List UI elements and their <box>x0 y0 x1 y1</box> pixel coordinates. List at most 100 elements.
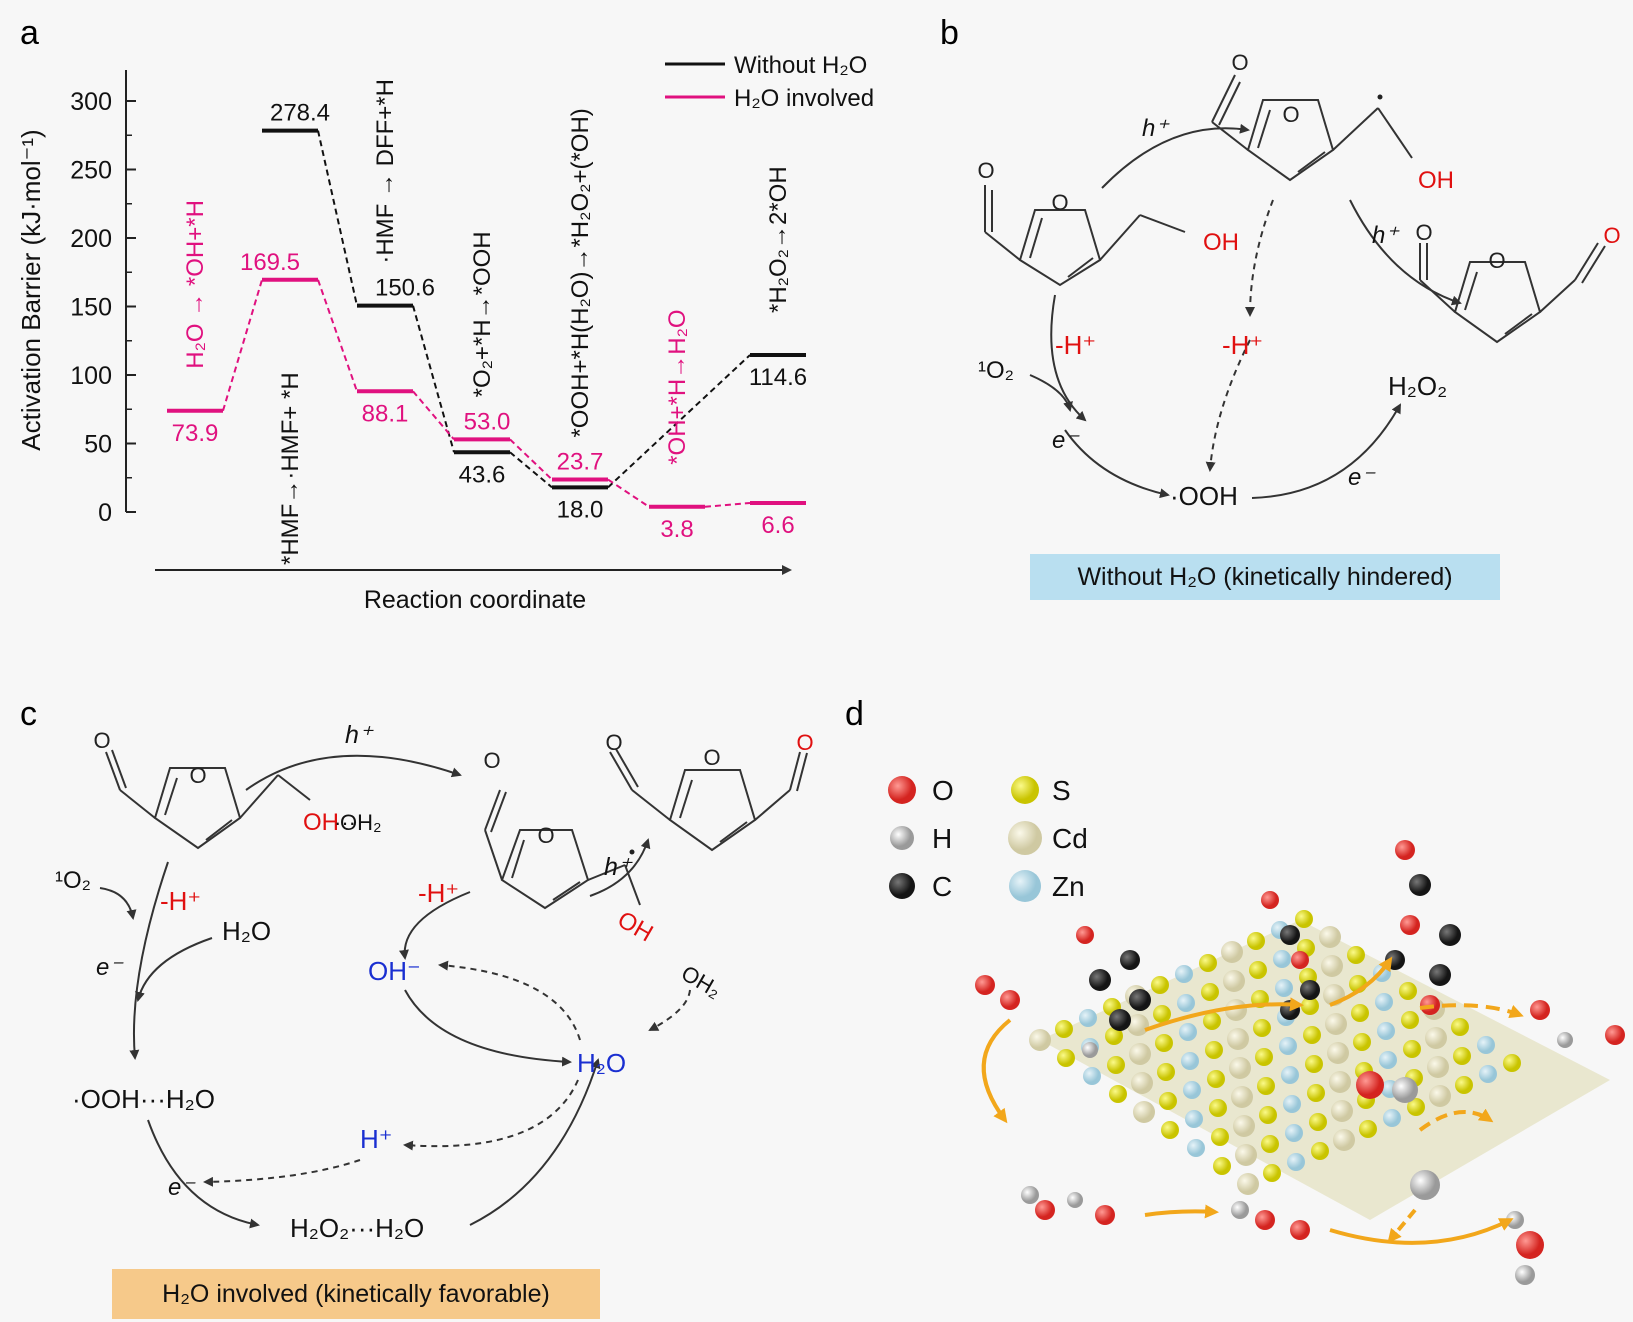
data-label-with: 169.5 <box>240 249 300 276</box>
c-o-rad: O <box>483 748 500 773</box>
y-axis-label: Activation Barrier (kJ·mol⁻¹) <box>16 129 46 450</box>
c-e-minus-2: e⁻ <box>168 1174 196 1201</box>
zn-atom <box>1479 1065 1497 1083</box>
o-atom <box>1095 1205 1115 1225</box>
s-atom <box>1311 1142 1329 1160</box>
c-minus-h-1: -H⁺ <box>160 886 201 916</box>
b-singlet-o2: ¹O₂ <box>978 357 1014 384</box>
connector-without <box>509 451 553 489</box>
cd-atom <box>1233 1115 1255 1137</box>
c-o-hmf: O <box>93 728 110 753</box>
s-atom <box>1263 1164 1281 1182</box>
c-oh2-rad: OH₂ <box>677 960 725 1002</box>
cd-atom <box>1231 1086 1253 1108</box>
o-atom <box>975 975 995 995</box>
orange-arrow-dashed-3 <box>1387 1208 1417 1244</box>
b-o-ring1: O <box>1051 190 1068 215</box>
cd-atom <box>1327 1042 1349 1064</box>
s-atom <box>1401 1011 1419 1029</box>
dff-molecule-c <box>609 748 808 852</box>
o-atom <box>1076 926 1094 944</box>
arrow-b-dashed-h <box>1245 199 1274 317</box>
cd-atom <box>1321 955 1343 977</box>
data-label-with: 73.9 <box>172 420 219 447</box>
cd-atom <box>1223 970 1245 992</box>
step-label: *O₂+*H→*OOH <box>469 231 496 397</box>
y-tick-label: 250 <box>70 157 112 185</box>
b-ooh: ·OOH <box>1170 481 1238 511</box>
cd-atom <box>1429 1085 1451 1107</box>
arrow-b-o2 <box>1029 374 1073 412</box>
b-oh-rad: OH <box>1418 167 1454 194</box>
c-atom <box>1300 980 1320 1000</box>
h-atom <box>1067 1192 1083 1208</box>
connector-with <box>607 478 650 508</box>
b-o-rad: O <box>1231 50 1248 75</box>
c-singlet-o2: ¹O₂ <box>55 867 91 894</box>
o-atom <box>1400 915 1420 935</box>
cd-atom <box>1319 926 1341 948</box>
s-atom <box>1201 983 1219 1001</box>
c-oh-minus: OH⁻ <box>368 956 421 986</box>
s-atom <box>1107 1056 1125 1074</box>
s-atom <box>1153 1005 1171 1023</box>
arrow-b-dashed-ooh <box>1205 339 1251 472</box>
o-atom <box>1530 1000 1550 1020</box>
c-atom <box>1129 989 1151 1011</box>
s-atom <box>1353 1033 1371 1051</box>
s-atom <box>1259 1106 1277 1124</box>
s-atom <box>1211 1128 1229 1146</box>
b-o-ring3: O <box>1488 248 1505 273</box>
cd-atom <box>1129 1043 1151 1065</box>
arrow-b-minus-h <box>1050 294 1087 422</box>
legend-atom-cd <box>1008 821 1042 855</box>
panel-c-letter: c <box>20 695 37 733</box>
h-atom <box>1231 1201 1249 1219</box>
c-atom <box>1429 964 1451 986</box>
s-atom <box>1157 1063 1175 1081</box>
arrow-c-to-h2o2 <box>147 1119 260 1229</box>
c-o-ring3: O <box>703 745 720 770</box>
c-atom <box>1439 924 1461 946</box>
h-atom <box>1392 1077 1418 1103</box>
connector-with <box>509 438 553 481</box>
panel-d-letter: d <box>845 695 864 733</box>
zn-atom <box>1285 1124 1303 1142</box>
s-atom <box>1255 1048 1273 1066</box>
legend-atom-o <box>888 776 916 804</box>
o-atom <box>1516 1231 1544 1259</box>
c-h2o: H₂O <box>222 916 271 946</box>
c-e-minus-1: e⁻ <box>96 954 124 981</box>
cd-atom <box>1131 1072 1153 1094</box>
c-oh: OH <box>303 809 339 836</box>
panel-b-caption-badge: Without H₂O (kinetically hindered) <box>1030 554 1500 600</box>
data-label-without: 150.6 <box>375 275 435 302</box>
b-o-hmf: O <box>977 158 994 183</box>
s-atom <box>1159 1092 1177 1110</box>
panel-d-legend: O H C S Cd Zn <box>888 775 1088 902</box>
x-axis-label: Reaction coordinate <box>364 586 586 614</box>
orange-arrow-1 <box>981 1018 1012 1124</box>
zn-atom <box>1175 965 1193 983</box>
panel-c-caption-badge: H₂O involved (kinetically favorable) <box>112 1269 600 1319</box>
b-minus-h-1: -H⁺ <box>1055 330 1096 360</box>
s-atom <box>1455 1076 1473 1094</box>
zn-atom <box>1273 950 1291 968</box>
y-tick-label: 150 <box>70 294 112 322</box>
step-label: *OOH+*H(H₂O)→*H₂O₂+(*OH) <box>567 108 594 437</box>
orange-arrow-2 <box>1144 997 1304 1032</box>
cd-atom <box>1227 1028 1249 1050</box>
c-atom <box>1120 950 1140 970</box>
zn-atom <box>1181 1052 1199 1070</box>
b-hplus-1: h⁺ <box>1142 115 1170 142</box>
radical-molecule <box>1211 74 1413 182</box>
b-hplus-2: h⁺ <box>1372 222 1400 249</box>
s-atom <box>1199 954 1217 972</box>
zn-atom <box>1281 1066 1299 1084</box>
c-o-ring2: O <box>537 823 554 848</box>
c-oh-h2o: OH₂ <box>340 810 382 835</box>
zn-atom <box>1375 993 1393 1011</box>
s-atom <box>1055 1020 1073 1038</box>
s-atom <box>1453 1047 1471 1065</box>
